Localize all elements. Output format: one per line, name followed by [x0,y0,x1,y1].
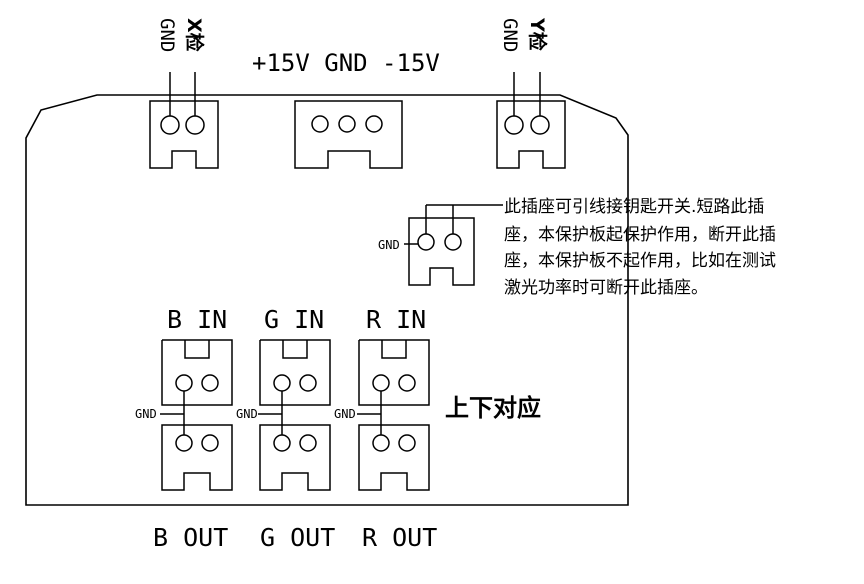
g-channel-connectors [258,339,331,491]
b-out-label: B OUT [153,523,228,552]
r-out-label: R OUT [362,523,437,552]
g-out-connector [259,424,331,491]
y-detect-label: Y检 [526,17,549,51]
y-detect-connector [496,72,566,169]
b-gnd-label: GND [135,407,157,421]
r-in-connector [358,339,430,406]
r-in-label: R IN [366,305,426,334]
y-gnd-label: GND [499,18,521,52]
g-in-connector [259,339,331,406]
r-gnd-label: GND [334,407,356,421]
b-channel-connectors [160,339,233,491]
key-switch-gnd-label: GND [378,238,400,252]
key-switch-connector [404,204,503,286]
note-line-1: 此插座可引线接钥匙开关.短路此插 [504,197,764,217]
note-line-4: 激光功率时可断开此插座。 [504,278,708,298]
key-switch-note: 此插座可引线接钥匙开关.短路此插 座，本保护板起保护作用，断开此插 座，本保护板… [504,197,776,298]
x-gnd-label: GND [156,18,178,52]
g-in-label: G IN [264,305,324,334]
g-out-label: G OUT [260,523,335,552]
x-detect-label: X检 [183,18,206,52]
power-connector [294,100,403,169]
b-in-connector [161,339,233,406]
board-outline [25,94,629,506]
r-out-connector [358,424,430,491]
r-channel-connectors [357,339,430,491]
b-out-connector [161,424,233,491]
correspond-label: 上下对应 [445,394,541,422]
note-line-3: 座，本保护板不起作用，比如在测试 [504,251,776,271]
b-in-label: B IN [167,305,227,334]
note-line-2: 座，本保护板起保护作用，断开此插 [504,225,776,245]
x-detect-connector [149,72,219,169]
g-gnd-label: GND [236,407,258,421]
power-label: +15V GND -15V [252,49,440,77]
